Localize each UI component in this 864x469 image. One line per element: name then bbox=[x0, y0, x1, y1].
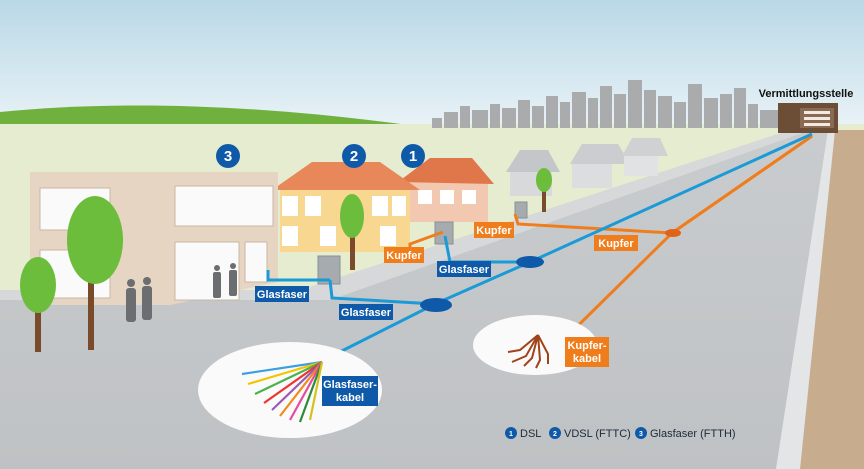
marker-house2: 2 bbox=[342, 144, 366, 168]
marker-number: 3 bbox=[224, 148, 232, 165]
label-copper-1: Kupfer bbox=[594, 235, 638, 251]
svg-text:kabel: kabel bbox=[573, 353, 601, 365]
fiber-junction bbox=[516, 256, 544, 268]
legend: 1 DSL 2 VDSL (FTTC) 3 Glasfaser (FTTH) bbox=[505, 427, 736, 440]
city-skyline bbox=[432, 80, 778, 128]
svg-text:Glasfaser (FTTH): Glasfaser (FTTH) bbox=[650, 428, 736, 440]
label-copper-cable: Kupfer- kabel bbox=[565, 337, 609, 367]
marker-number: 2 bbox=[350, 148, 358, 165]
fiber-junction bbox=[420, 298, 452, 312]
svg-text:Kupfer: Kupfer bbox=[598, 238, 634, 250]
label-fiber-3: Glasfaser bbox=[339, 304, 393, 320]
exchange-building bbox=[778, 103, 838, 133]
copper-strands bbox=[507, 334, 549, 369]
svg-text:Kupfer: Kupfer bbox=[476, 225, 512, 237]
curb bbox=[776, 130, 835, 469]
label-fiber-cable: Glasfaser- kabel bbox=[322, 376, 378, 406]
house-1 bbox=[398, 158, 494, 222]
svg-text:Glasfaser: Glasfaser bbox=[341, 307, 392, 319]
svg-text:Glasfaser: Glasfaser bbox=[439, 264, 490, 276]
legend-item-ftth: 3 Glasfaser (FTTH) bbox=[635, 427, 736, 440]
fiber-cable-closeup bbox=[198, 342, 382, 438]
svg-text:kabel: kabel bbox=[336, 392, 364, 404]
svg-text:Kupfer: Kupfer bbox=[386, 250, 422, 262]
sidewalk bbox=[0, 130, 810, 300]
label-copper-2: Kupfer bbox=[474, 222, 514, 238]
svg-text:2: 2 bbox=[553, 431, 557, 438]
street-cabinets bbox=[317, 201, 528, 285]
marker-house1: 1 bbox=[401, 144, 425, 168]
copper-junction bbox=[665, 229, 681, 237]
legend-item-vdsl: 2 VDSL (FTTC) bbox=[549, 427, 631, 440]
people bbox=[126, 263, 237, 322]
svg-text:DSL: DSL bbox=[520, 428, 541, 440]
svg-text:VDSL (FTTC): VDSL (FTTC) bbox=[564, 428, 631, 440]
svg-text:3: 3 bbox=[639, 431, 643, 438]
label-fiber-2: Glasfaser bbox=[255, 286, 309, 302]
label-copper-3: Kupfer bbox=[384, 247, 424, 263]
roadside bbox=[800, 130, 864, 469]
exchange-label: Vermittlungsstelle bbox=[759, 88, 854, 100]
marker-house3: 3 bbox=[216, 144, 240, 168]
fiber-strands bbox=[241, 360, 324, 423]
svg-text:Glasfaser: Glasfaser bbox=[257, 289, 308, 301]
svg-text:1: 1 bbox=[509, 431, 513, 438]
trees bbox=[20, 168, 552, 352]
label-fiber-1: Glasfaser bbox=[437, 261, 491, 277]
legend-item-dsl: 1 DSL bbox=[505, 427, 541, 440]
marker-number: 1 bbox=[409, 148, 417, 165]
svg-text:Glasfaser-: Glasfaser- bbox=[323, 379, 377, 391]
svg-text:Kupfer-: Kupfer- bbox=[567, 340, 606, 352]
